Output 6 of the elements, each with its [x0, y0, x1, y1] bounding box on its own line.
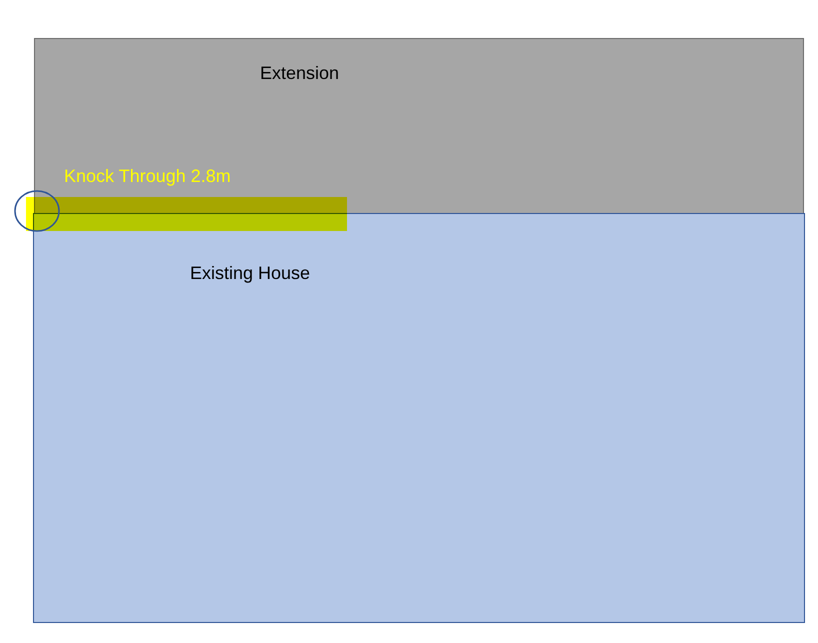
area-label: Existing House — [190, 263, 310, 284]
existing-house-area — [33, 213, 805, 623]
extension-area — [34, 38, 804, 214]
knock-through-bar — [26, 197, 347, 231]
dimension-label: Knock Through 2.8m — [64, 166, 231, 187]
area-label: Extension — [260, 63, 340, 84]
